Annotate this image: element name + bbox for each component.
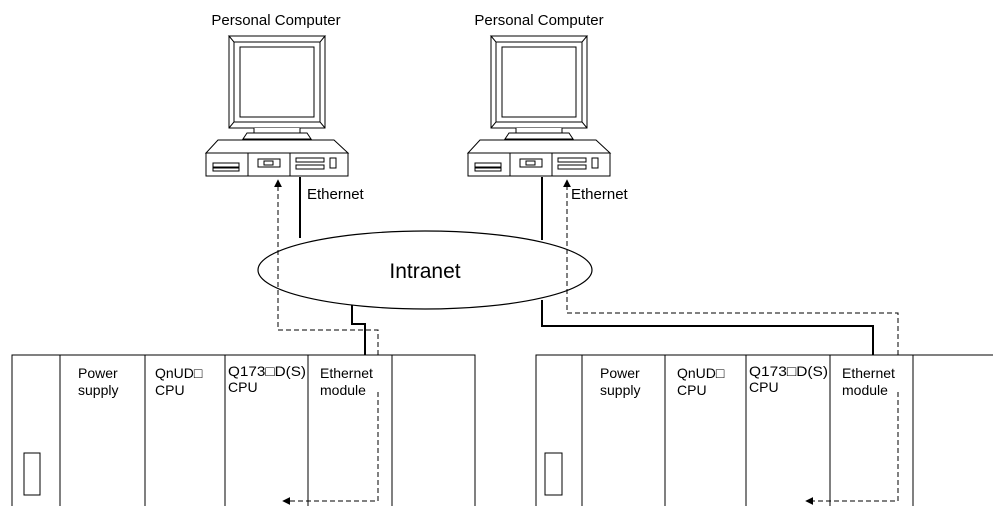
rack-1-motion-cpu-line2: CPU bbox=[228, 379, 258, 395]
rack-1-ethernet-module-line2: module bbox=[320, 382, 366, 398]
rack-2-power-supply-line1: Power bbox=[600, 365, 640, 381]
rack-2-power-supply-line2: supply bbox=[600, 382, 640, 398]
dashed-path-rack2-internal bbox=[805, 392, 899, 505]
rack-1-ethernet-module-line1: Ethernet bbox=[320, 365, 373, 381]
communication-paths bbox=[274, 179, 899, 355]
dashed-path-rack2-up bbox=[563, 179, 899, 355]
personal-computer-2: Personal Computer Ethernet bbox=[466, 12, 629, 203]
rack-1-module-labels: Power supply QnUD□ CPU Q173□D(S) CPU Eth… bbox=[78, 363, 373, 398]
pc-1-label: Personal Computer bbox=[211, 12, 340, 29]
rack-1-qnud-cpu-line1: QnUD□ bbox=[155, 365, 203, 381]
plc-rack-2 bbox=[535, 354, 993, 506]
rack-2-ethernet-module-line1: Ethernet bbox=[842, 365, 895, 381]
rack-2-qnud-cpu-line1: QnUD□ bbox=[677, 365, 725, 381]
desktop-unit-icon bbox=[204, 139, 350, 177]
pc-2-ethernet-label: Ethernet bbox=[571, 186, 629, 203]
personal-computer-1: Personal Computer bbox=[204, 12, 365, 203]
cable-intranet-rack2 bbox=[541, 300, 874, 355]
intranet-cloud: Intranet bbox=[257, 230, 593, 310]
rack-2-module-labels: Power supply QnUD□ CPU Q173□D(S) CPU Eth… bbox=[600, 363, 895, 398]
intranet-label: Intranet bbox=[389, 260, 460, 283]
monitor-icon bbox=[489, 35, 589, 140]
monitor-icon bbox=[227, 35, 327, 140]
rack-2-motion-cpu-line1: Q173□D(S) bbox=[749, 363, 828, 379]
rack-1-motion-cpu-line1: Q173□D(S) bbox=[228, 363, 306, 379]
desktop-unit-icon bbox=[466, 139, 612, 177]
rack-1-power-supply-line2: supply bbox=[78, 382, 118, 398]
pc-1-ethernet-label: Ethernet bbox=[307, 186, 365, 203]
rack-2-ethernet-module-line2: module bbox=[842, 382, 888, 398]
rack-2-slot-indicator bbox=[544, 452, 563, 496]
rack-1-power-supply-line1: Power bbox=[78, 365, 118, 381]
rack-1-slot-indicator bbox=[23, 452, 41, 496]
plc-rack-1 bbox=[11, 354, 476, 506]
dashed-path-rack1-up bbox=[274, 179, 379, 355]
rack-1-qnud-cpu-line2: CPU bbox=[155, 382, 185, 398]
pc-2-label: Personal Computer bbox=[474, 12, 603, 29]
cable-intranet-rack1 bbox=[351, 304, 366, 355]
rack-2-qnud-cpu-line2: CPU bbox=[677, 382, 707, 398]
dashed-path-rack1-internal bbox=[282, 392, 379, 505]
ethernet-cables bbox=[299, 177, 874, 355]
rack-2-motion-cpu-line2: CPU bbox=[749, 379, 779, 395]
